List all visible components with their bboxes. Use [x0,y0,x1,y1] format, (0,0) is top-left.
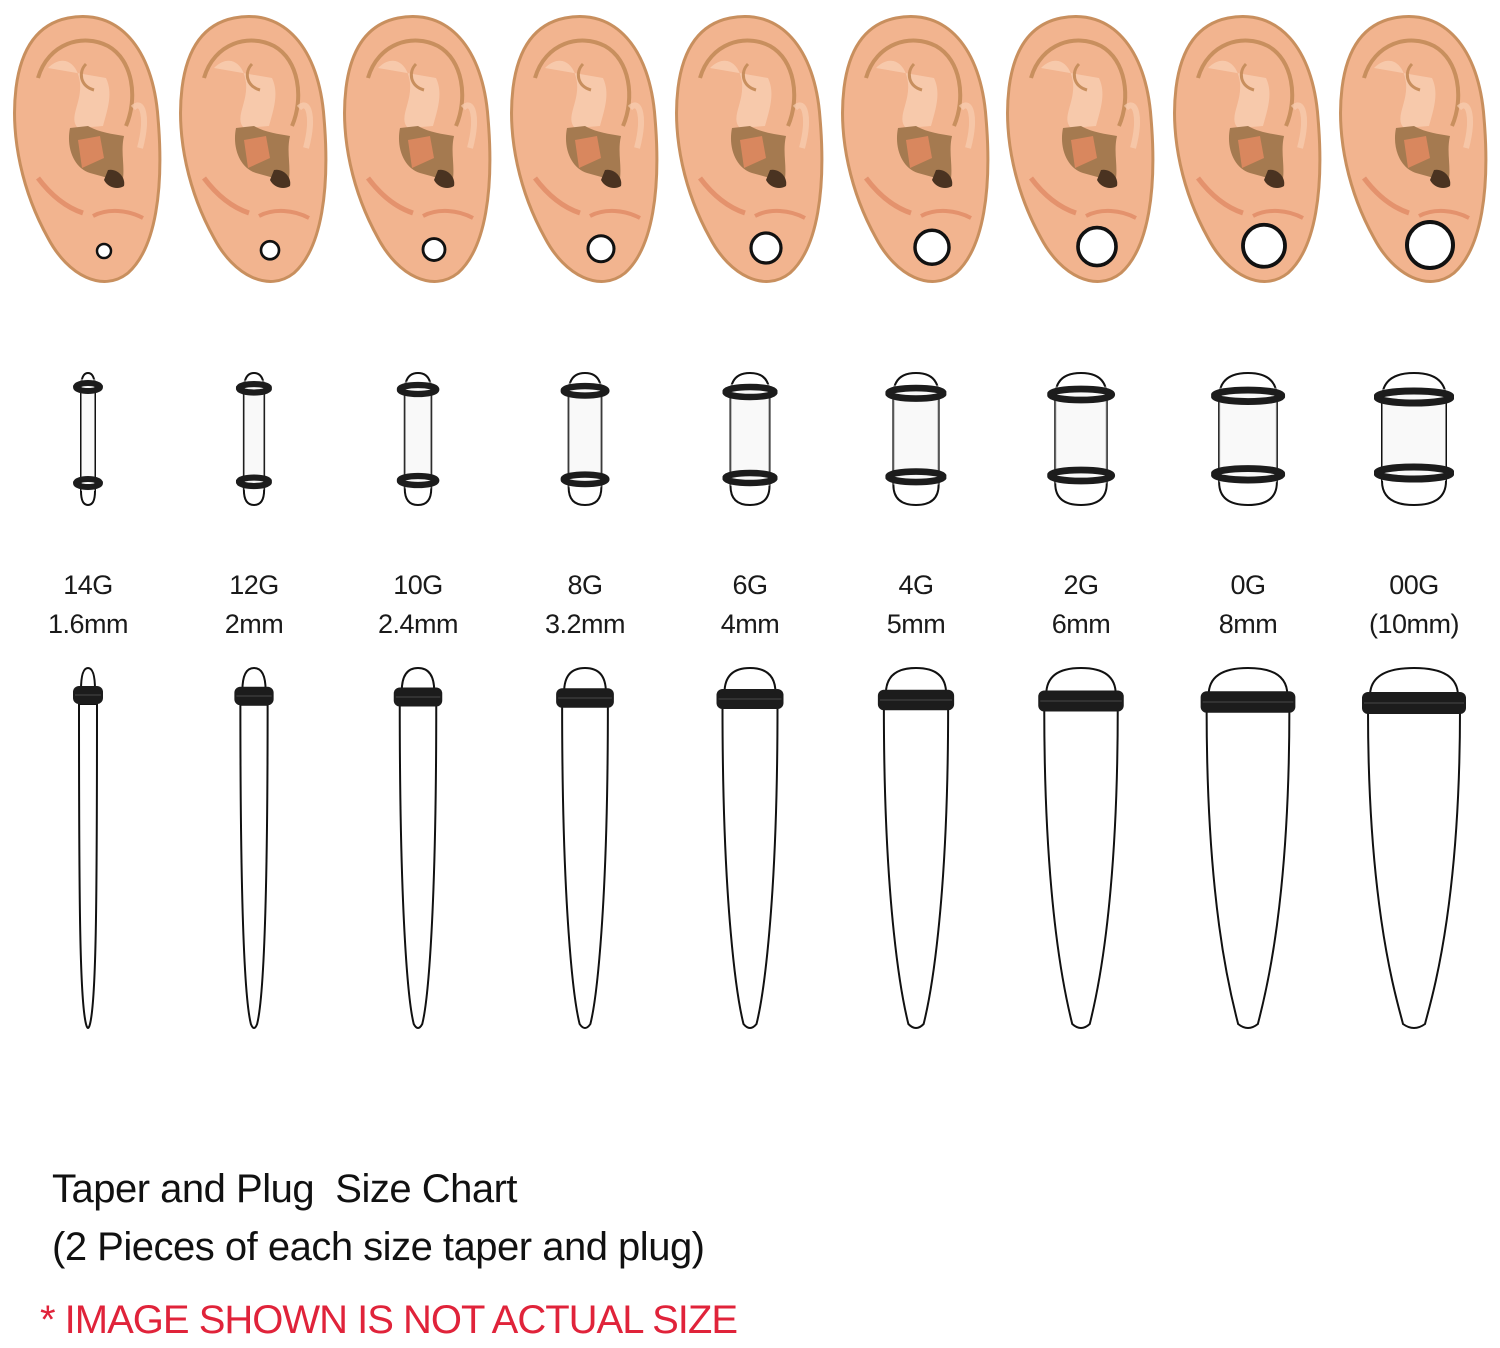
taper-illustration [874,662,958,1037]
gauge-label: 8G [567,570,603,600]
diameter-label: 1.6mm [47,609,129,639]
gauge-label: 14G [63,570,113,600]
diameter-label: 2.4mm [377,609,459,639]
plug-illustration [396,365,440,515]
ear-icon [179,15,328,283]
taper-illustration [1358,662,1470,1037]
ear-icon [1006,15,1155,283]
plug-illustration [1374,365,1454,515]
taper-illustration [1197,662,1300,1037]
taper-icon [1362,666,1466,1029]
size-label: 8G 3.2mm [544,566,626,644]
size-label: 4G 5mm [887,566,946,644]
size-label: 12G 2mm [225,566,284,644]
ear-illustration [174,8,334,288]
taper-icon [393,666,443,1029]
diameter-label: (10mm) [1369,609,1460,639]
diameter-label: 8mm [1218,609,1278,639]
double-flare-plug-icon [396,371,440,507]
plug-illustration [560,365,610,515]
taper-icon [234,666,274,1029]
size-label: 0G 8mm [1219,566,1278,644]
gauge-label: 12G [229,570,279,600]
ear-icon [841,15,990,283]
diameter-label: 4mm [720,609,780,639]
ear-icon [675,15,824,283]
taper-icon [877,666,955,1029]
diameter-label: 5mm [886,609,946,639]
gauge-label: 10G [393,570,443,600]
ear-illustration [1334,8,1494,288]
gauge-label: 4G [898,570,934,600]
plug-illustration [885,365,947,515]
size-label: 00G (10mm) [1369,566,1460,644]
chart-caption: Taper and Plug Size Chart (2 Pieces of e… [52,1160,705,1276]
double-flare-plug-icon [560,371,610,507]
taper-illustration [390,662,447,1037]
taper-icon [716,666,784,1029]
plug-illustration-row [0,365,1500,525]
taper-icon [1038,666,1124,1029]
double-flare-plug-icon [1211,371,1285,507]
ear-illustration [1168,8,1328,288]
plug-illustration [73,365,103,515]
ear-illustration-row [0,8,1500,298]
taper-illustration-row [0,662,1500,1042]
diameter-label: 3.2mm [544,609,626,639]
size-label: 14G 1.6mm [47,566,129,644]
taper-illustration [552,662,618,1037]
double-flare-plug-icon [73,371,103,507]
diameter-label: 2mm [224,609,284,639]
size-label: 10G 2.4mm [377,566,459,644]
taper-illustration [713,662,788,1037]
taper-icon [73,666,103,1029]
gauge-label: 6G [732,570,768,600]
double-flare-plug-icon [1374,371,1454,507]
ear-icon [510,15,659,283]
double-flare-plug-icon [235,371,273,507]
ear-illustration [1001,8,1161,288]
size-label: 6G 4mm [721,566,780,644]
plug-illustration [722,365,778,515]
taper-icon [556,666,614,1029]
double-flare-plug-icon [885,371,947,507]
ear-icon [13,15,162,283]
taper-illustration [230,662,277,1037]
plug-illustration [1211,365,1285,515]
chart-title: Taper and Plug Size Chart [52,1167,518,1211]
plug-illustration [1047,365,1115,515]
ear-icon [1173,15,1322,283]
size-label: 2G 6mm [1052,566,1111,644]
gauge-label: 2G [1063,570,1099,600]
chart-subtitle: (2 Pieces of each size taper and plug) [52,1225,705,1269]
taper-icon [1200,666,1296,1029]
gauge-label: 00G [1389,570,1439,600]
ear-illustration [338,8,498,288]
ear-icon [343,15,492,283]
ear-illustration [8,8,168,288]
ear-illustration [505,8,665,288]
ear-illustration [836,8,996,288]
ear-icon [1339,15,1488,283]
gauge-label: 0G [1230,570,1266,600]
double-flare-plug-icon [1047,371,1115,507]
taper-illustration [1034,662,1128,1037]
diameter-label: 6mm [1051,609,1111,639]
plug-illustration [235,365,273,515]
double-flare-plug-icon [722,371,778,507]
ear-illustration [670,8,830,288]
taper-illustration [69,662,107,1037]
not-actual-size-warning: * IMAGE SHOWN IS NOT ACTUAL SIZE [40,1298,738,1342]
